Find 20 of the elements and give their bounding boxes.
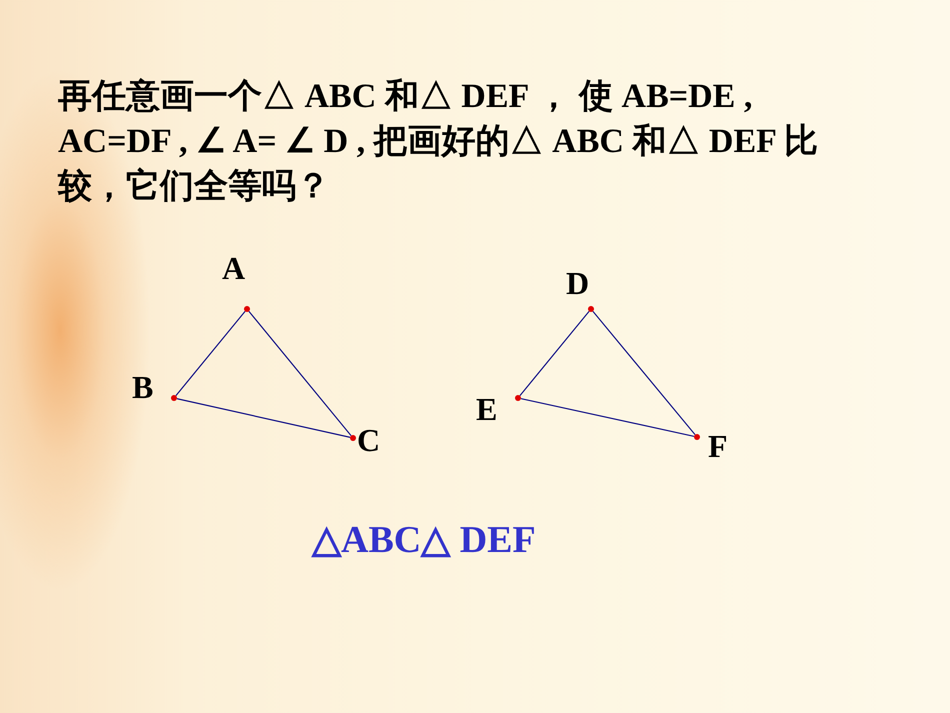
vertex-point — [694, 434, 700, 440]
vertex-label: A — [222, 252, 246, 284]
vertex-label: F — [708, 430, 728, 462]
triangle-side — [592, 310, 696, 436]
vertex-point — [515, 395, 521, 401]
vertex-label: B — [132, 371, 154, 403]
triangle-side — [175, 310, 246, 396]
triangle-side — [248, 310, 352, 436]
triangle-side — [176, 398, 350, 438]
vertex-point — [171, 395, 177, 401]
vertex-point — [350, 435, 356, 441]
vertex-label: E — [476, 393, 498, 425]
vertex-label: C — [357, 424, 380, 456]
vertex-point — [588, 306, 594, 312]
vertex-point — [244, 306, 250, 312]
question-text: 再任意画一个△ ABC 和△ DEF ， 使 AB=DE , AC=DF , ∠ A= ∠ D , 把画好的△ ABC 和△ DEF 比较，它们全等吗？ — [58, 77, 820, 207]
triangle-names-text: △ABC△ DEF — [312, 518, 536, 562]
vertex-label: D — [566, 267, 590, 299]
triangle-side — [519, 310, 590, 396]
triangle-side — [520, 398, 694, 437]
